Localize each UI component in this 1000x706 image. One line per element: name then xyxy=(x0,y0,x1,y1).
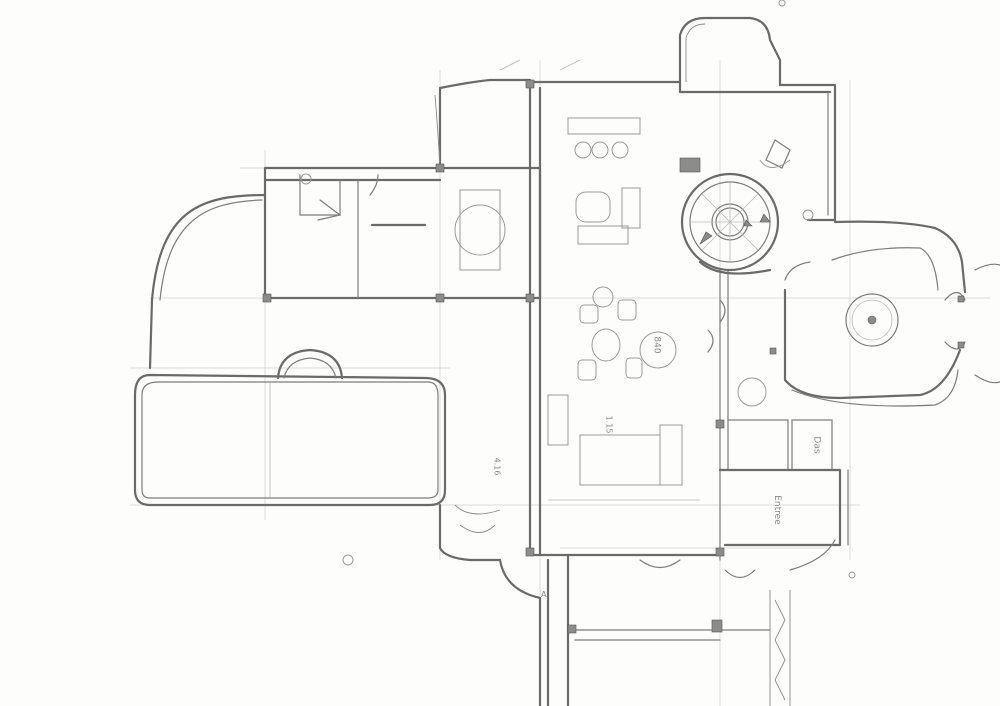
dimension-label-mid: 1.15 xyxy=(604,415,614,434)
lounge-furniture xyxy=(567,117,641,245)
service-rooms xyxy=(707,299,849,547)
dining-dimension-label: 840 xyxy=(651,336,662,354)
left-wing xyxy=(263,166,542,300)
dimension-label-left: 4.16 xyxy=(492,457,502,476)
north-east-rooms xyxy=(678,16,837,222)
room-label-das: Das xyxy=(811,436,822,454)
spiral-stair xyxy=(679,157,780,275)
sofa-group xyxy=(547,394,700,501)
garden-bed xyxy=(438,503,502,562)
dining-set xyxy=(577,286,677,381)
room-label-entree: Entree xyxy=(771,495,782,525)
sketch-marks xyxy=(342,0,856,579)
fountain-court xyxy=(783,220,1000,407)
south-entrance xyxy=(498,539,836,706)
pool xyxy=(133,348,447,507)
construction-lines xyxy=(130,60,990,706)
section-marker: A xyxy=(541,590,547,599)
left-terrace xyxy=(148,193,267,370)
columns xyxy=(262,79,777,557)
